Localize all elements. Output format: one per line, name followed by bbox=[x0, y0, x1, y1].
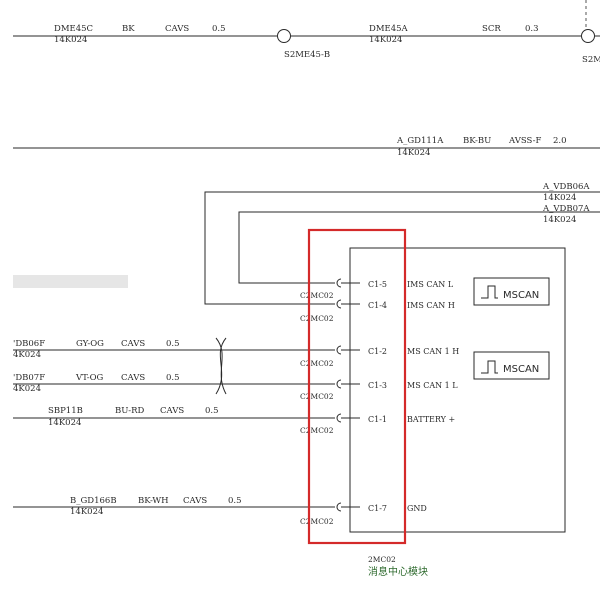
left-3-connector: 14K024 bbox=[48, 418, 81, 428]
pin-c1-7: C1-7 GND C2MC02 bbox=[300, 502, 427, 526]
feed-2-circuit: A_VDB07A bbox=[542, 204, 590, 214]
pin-label: C1-2 bbox=[368, 347, 387, 356]
message-center-module: MSCAN MSCAN 2MC02 消息中心模块 bbox=[349, 247, 566, 578]
pin-connector: C2MC02 bbox=[300, 392, 334, 401]
pin-signal: BATTERY + bbox=[407, 415, 455, 424]
left-3-circuit: SBP11B bbox=[48, 406, 83, 416]
left-3-color: BU-RD bbox=[115, 406, 145, 416]
left-4-circuit: B_GD166B bbox=[70, 496, 117, 506]
pin-label: C1-7 bbox=[368, 504, 387, 513]
mid-wire: A_GD111A 14K024 BK-BU AVSS-F 2.0 bbox=[13, 136, 600, 158]
left-1-circuit: 'DB06F bbox=[13, 339, 45, 349]
left-2-type: CAVS bbox=[121, 373, 145, 383]
feed-1-circuit: A_VDB06A bbox=[542, 182, 590, 192]
top-left-splice: S2ME45-B bbox=[284, 50, 330, 60]
pin-label: C1-3 bbox=[368, 381, 387, 390]
pin-c1-2: C1-2 MS CAN 1 H C2MC02 bbox=[300, 345, 459, 368]
top-right-circuit: DME45A bbox=[369, 24, 409, 34]
top-right-splice: S2MI bbox=[582, 55, 600, 65]
highlight-box bbox=[307, 228, 407, 545]
top-right-size: 0.3 bbox=[525, 24, 539, 34]
pin-label: C1-1 bbox=[368, 415, 387, 424]
mid-size: 2.0 bbox=[553, 136, 567, 146]
mscan-box-1: MSCAN bbox=[473, 277, 550, 306]
left-wires: 'DB06F 4K024 GY-OG CAVS 0.5 'DB07F 4K024… bbox=[13, 337, 335, 517]
mscan-label: MSCAN bbox=[503, 290, 539, 301]
top-left-connector: 14K024 bbox=[54, 35, 87, 45]
pin-connector: C2MC02 bbox=[300, 517, 334, 526]
left-1-connector: 4K024 bbox=[13, 350, 41, 360]
left-4-type: CAVS bbox=[183, 496, 207, 506]
splice-point-right bbox=[581, 29, 595, 43]
module-name: 消息中心模块 bbox=[368, 565, 428, 578]
left-3-type: CAVS bbox=[160, 406, 184, 416]
left-2-connector: 4K024 bbox=[13, 384, 41, 394]
feed-1-connector: 14K024 bbox=[543, 193, 576, 203]
pin-connector: C2MC02 bbox=[300, 314, 334, 323]
left-4-connector: 14K024 bbox=[70, 507, 103, 517]
left-4-color: BK-WH bbox=[138, 496, 169, 506]
module-id: 2MC02 bbox=[368, 555, 396, 564]
pin-c1-1: C1-1 BATTERY + C2MC02 bbox=[300, 413, 455, 435]
twisted-pair-icon bbox=[215, 337, 227, 395]
top-left-circuit: DME45C bbox=[54, 24, 93, 34]
left-4-size: 0.5 bbox=[228, 496, 242, 506]
top-right-connector: 14K024 bbox=[369, 35, 402, 45]
mid-color: BK-BU bbox=[463, 136, 491, 146]
pin-connector: C2MC02 bbox=[300, 426, 334, 435]
connector-pins: C1-5 IMS CAN L C2MC02 C1-4 IMS CAN H C2M… bbox=[300, 278, 459, 526]
left-2-size: 0.5 bbox=[166, 373, 180, 383]
top-left-size: 0.5 bbox=[212, 24, 226, 34]
mscan-box-2: MSCAN bbox=[473, 351, 550, 380]
feed-2-connector: 14K024 bbox=[543, 215, 576, 225]
mid-type: AVSS-F bbox=[508, 136, 542, 146]
mid-circuit: A_GD111A bbox=[396, 136, 444, 146]
left-3-size: 0.5 bbox=[205, 406, 219, 416]
pin-label: C1-4 bbox=[368, 301, 387, 310]
top-left-type: CAVS bbox=[165, 24, 189, 34]
feed-wires: A_VDB06A 14K024 A_VDB07A 14K024 bbox=[204, 182, 600, 305]
pin-signal: IMS CAN L bbox=[407, 280, 454, 289]
left-1-size: 0.5 bbox=[166, 339, 180, 349]
pin-c1-4: C1-4 IMS CAN H C2MC02 bbox=[300, 299, 455, 323]
pin-signal: IMS CAN H bbox=[407, 301, 455, 310]
pin-signal: GND bbox=[407, 504, 427, 513]
splice-point-left bbox=[277, 29, 291, 43]
left-1-type: CAVS bbox=[121, 339, 145, 349]
pin-signal: MS CAN 1 H bbox=[407, 347, 459, 356]
pin-signal: MS CAN 1 L bbox=[407, 381, 458, 390]
pin-c1-5: C1-5 IMS CAN L C2MC02 bbox=[300, 278, 454, 300]
pin-connector: C2MC02 bbox=[300, 291, 334, 300]
pin-connector: C2MC02 bbox=[300, 359, 334, 368]
top-wire: DME45C 14K024 BK CAVS 0.5 S2ME45-B DME45… bbox=[13, 0, 600, 65]
waveform-icon bbox=[481, 360, 498, 374]
left-2-circuit: 'DB07F bbox=[13, 373, 45, 383]
redacted-label bbox=[13, 275, 128, 288]
mscan-label: MSCAN bbox=[503, 364, 539, 375]
top-left-color: BK bbox=[122, 24, 135, 34]
pin-c1-3: C1-3 MS CAN 1 L C2MC02 bbox=[300, 379, 458, 401]
pin-label: C1-5 bbox=[368, 280, 387, 289]
left-2-color: VT-OG bbox=[75, 373, 104, 383]
mid-connector: 14K024 bbox=[397, 148, 430, 158]
top-right-color: SCR bbox=[482, 24, 501, 34]
left-1-color: GY-OG bbox=[76, 339, 104, 349]
waveform-icon bbox=[481, 285, 498, 299]
